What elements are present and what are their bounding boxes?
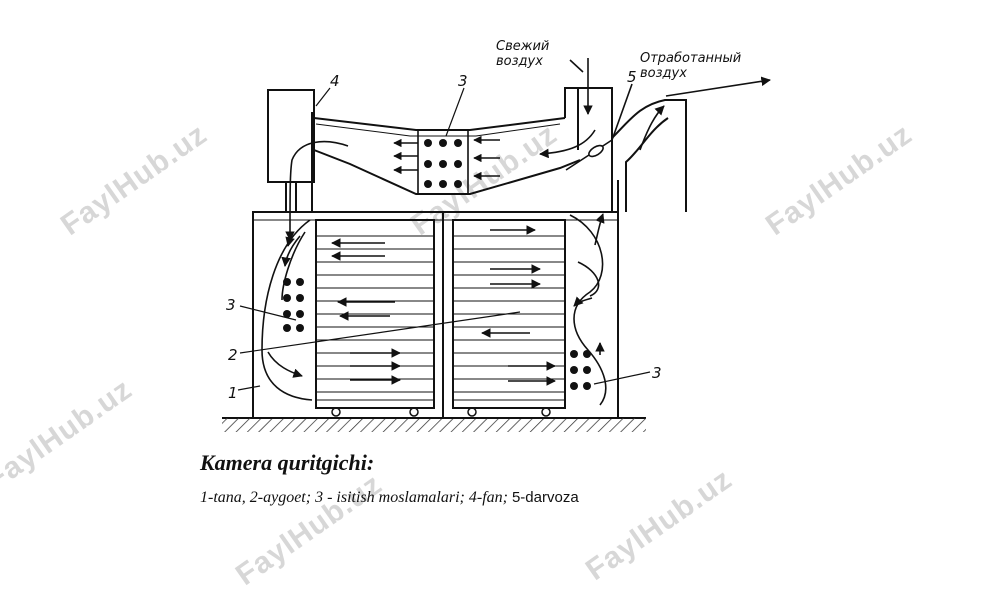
ground xyxy=(222,417,646,432)
air-label-line: Отработанный xyxy=(640,51,741,66)
air-shafts xyxy=(564,87,687,212)
shaft-airflow xyxy=(539,58,771,159)
label-3-top: 3 xyxy=(458,72,468,90)
right-air-loop xyxy=(569,213,607,406)
cart-right xyxy=(452,219,566,417)
legend-text: 1-tana, 2-aygoet; 3 - isitish moslamalar… xyxy=(200,489,512,506)
label-4: 4 xyxy=(330,72,340,90)
shelf-airflow-arrows xyxy=(331,225,556,386)
air-label-line: воздух xyxy=(640,66,687,81)
legend-last: 5-darvoza xyxy=(511,489,579,506)
fan-housing xyxy=(267,89,315,212)
leader-lines xyxy=(237,87,651,391)
label-1: 1 xyxy=(228,384,238,402)
cart-left xyxy=(315,219,435,417)
label-5: 5 xyxy=(627,68,637,86)
heater-top xyxy=(393,129,500,195)
label-3-left: 3 xyxy=(226,296,236,314)
fan-airflow xyxy=(285,140,349,241)
left-air-loop xyxy=(261,219,313,401)
caption-title: Kamera quritgichi: xyxy=(200,450,375,475)
damper xyxy=(565,83,633,171)
heater-right xyxy=(570,350,591,390)
air-label-line: воздух xyxy=(496,54,543,69)
caption-legend: 1-tana, 2-aygoet; 3 - isitish moslamalar… xyxy=(200,489,579,507)
casing xyxy=(252,211,619,419)
air-label-line: Свежий xyxy=(496,39,549,54)
heater-left xyxy=(283,278,304,332)
label-3-right: 3 xyxy=(652,364,662,382)
label-2: 2 xyxy=(228,346,238,364)
